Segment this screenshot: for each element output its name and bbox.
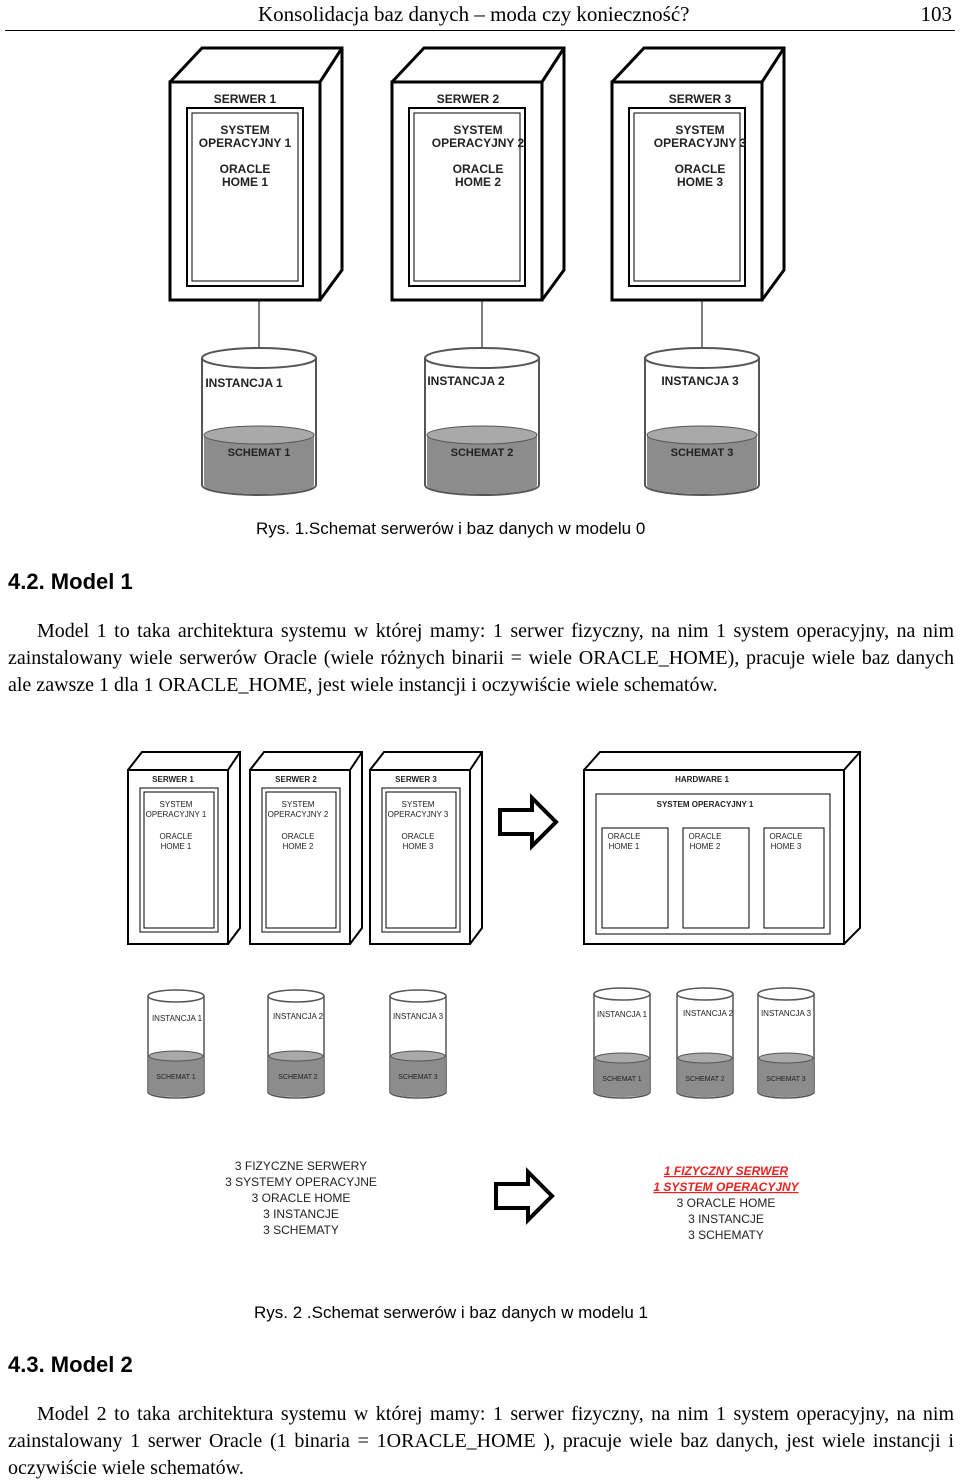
svg-text:SERWER 3: SERWER 3 bbox=[395, 775, 437, 784]
svg-text:INSTANCJA 3: INSTANCJA 3 bbox=[393, 1012, 444, 1021]
small-database-1: INSTANCJA 1 SCHEMAT 1 bbox=[147, 989, 205, 1099]
svg-text:SERWER 1: SERWER 1 bbox=[152, 775, 194, 784]
svg-text:HARDWARE 1: HARDWARE 1 bbox=[675, 775, 729, 784]
svg-text:3 INSTANCJE: 3 INSTANCJE bbox=[688, 1212, 764, 1226]
svg-text:3 SYSTEMY OPERACYJNE: 3 SYSTEMY OPERACYJNE bbox=[225, 1175, 377, 1189]
database-cylinder-1: INSTANCJA 1 SCHEMAT 1 bbox=[201, 347, 317, 496]
small-database-6: INSTANCJA 3 SCHEMAT 3 bbox=[757, 987, 815, 1099]
svg-text:ORACLE: ORACLE bbox=[689, 832, 722, 841]
svg-text:SCHEMAT 2: SCHEMAT 2 bbox=[685, 1076, 725, 1083]
small-database-5: INSTANCJA 2 SCHEMAT 2 bbox=[676, 987, 734, 1099]
svg-text:INSTANCJA 2: INSTANCJA 2 bbox=[683, 1009, 734, 1018]
small-server-1: SERWER 1 SYSTEM OPERACYJNY 1 ORACLE HOME… bbox=[127, 751, 241, 945]
svg-text:SYSTEM: SYSTEM bbox=[453, 123, 502, 137]
summary-left: 3 FIZYCZNE SERWERY 3 SYSTEMY OPERACYJNE … bbox=[225, 1159, 377, 1237]
server-box-2: SERWER 2 SYSTEM OPERACYJNY 2 ORACLE HOME… bbox=[390, 46, 566, 352]
paragraph-model-2: Model 2 to taka architektura systemu w k… bbox=[8, 1403, 954, 1479]
svg-text:SYSTEM: SYSTEM bbox=[675, 123, 724, 137]
svg-text:SCHEMAT 1: SCHEMAT 1 bbox=[602, 1076, 642, 1083]
svg-text:ORACLE: ORACLE bbox=[608, 832, 641, 841]
server-label: SERWER 3 bbox=[669, 92, 732, 106]
svg-text:3 SCHEMATY: 3 SCHEMATY bbox=[688, 1228, 764, 1242]
svg-text:3 INSTANCJE: 3 INSTANCJE bbox=[263, 1207, 339, 1221]
svg-text:HOME 3: HOME 3 bbox=[771, 842, 802, 851]
svg-text:HOME 1: HOME 1 bbox=[222, 175, 268, 189]
svg-text:ORACLE: ORACLE bbox=[675, 162, 726, 176]
svg-text:INSTANCJA 2: INSTANCJA 2 bbox=[273, 1012, 324, 1021]
svg-text:3 ORACLE HOME: 3 ORACLE HOME bbox=[252, 1191, 351, 1205]
svg-text:SYSTEM: SYSTEM bbox=[160, 800, 193, 809]
svg-text:HOME 3: HOME 3 bbox=[677, 175, 723, 189]
header-rule bbox=[5, 30, 955, 31]
svg-text:3 FIZYCZNE SERWERY: 3 FIZYCZNE SERWERY bbox=[235, 1159, 367, 1173]
figure-2-caption: Rys. 2 .Schemat serwerów i baz danych w … bbox=[254, 1303, 649, 1322]
summary-right: 1 FIZYCZNY SERWER 1 SYSTEM OPERACYJNY 3 … bbox=[653, 1164, 799, 1242]
svg-text:SERWER 2: SERWER 2 bbox=[275, 775, 317, 784]
svg-text:HOME 1: HOME 1 bbox=[609, 842, 640, 851]
svg-text:INSTANCJA 1: INSTANCJA 1 bbox=[205, 376, 283, 390]
figure-1-caption: Rys. 1.Schemat serwerów i baz danych w m… bbox=[256, 519, 646, 538]
small-database-3: INSTANCJA 3 SCHEMAT 3 bbox=[389, 989, 447, 1099]
figure-1-diagram: SERWER 1 SYSTEM OPERACYJNY 1 ORACLE HOME… bbox=[168, 46, 786, 496]
svg-text:SCHEMAT 2: SCHEMAT 2 bbox=[451, 447, 514, 459]
small-server-3: SERWER 3 SYSTEM OPERACYJNY 3 ORACLE HOME… bbox=[369, 751, 483, 945]
svg-text:SYSTEM: SYSTEM bbox=[402, 800, 435, 809]
server-box-3: SERWER 3 SYSTEM OPERACYJNY 3 ORACLE HOME… bbox=[610, 46, 786, 352]
svg-text:3 ORACLE HOME: 3 ORACLE HOME bbox=[677, 1196, 776, 1210]
svg-text:INSTANCJA 2: INSTANCJA 2 bbox=[427, 374, 505, 388]
svg-text:SCHEMAT 3: SCHEMAT 3 bbox=[671, 447, 734, 459]
svg-text:HOME 3: HOME 3 bbox=[403, 842, 434, 851]
arrow-right-icon bbox=[498, 793, 559, 851]
svg-text:SYSTEM: SYSTEM bbox=[220, 123, 269, 137]
svg-text:SCHEMAT 1: SCHEMAT 1 bbox=[156, 1074, 196, 1081]
svg-text:HOME 2: HOME 2 bbox=[690, 842, 721, 851]
svg-text:OPERACYJNY 2: OPERACYJNY 2 bbox=[268, 810, 329, 819]
server-box-1: SERWER 1 SYSTEM OPERACYJNY 1 ORACLE HOME… bbox=[168, 46, 344, 352]
svg-text:ORACLE: ORACLE bbox=[770, 832, 803, 841]
running-header-title: Konsolidacja baz danych – moda czy konie… bbox=[258, 2, 690, 26]
svg-text:OPERACYJNY 3: OPERACYJNY 3 bbox=[654, 136, 747, 150]
svg-text:ORACLE: ORACLE bbox=[160, 832, 193, 841]
paragraph-model-1: Model 1 to taka architektura systemu w k… bbox=[8, 620, 954, 696]
svg-text:SYSTEM: SYSTEM bbox=[282, 800, 315, 809]
server-label: SERWER 2 bbox=[437, 92, 500, 106]
hardware-box: HARDWARE 1 SYSTEM OPERACYJNY 1 ORACLE HO… bbox=[583, 751, 861, 945]
svg-text:INSTANCJA 1: INSTANCJA 1 bbox=[597, 1010, 648, 1019]
svg-text:INSTANCJA 3: INSTANCJA 3 bbox=[661, 374, 739, 388]
small-database-4: INSTANCJA 1 SCHEMAT 1 bbox=[593, 987, 651, 1099]
svg-text:INSTANCJA 1: INSTANCJA 1 bbox=[152, 1014, 203, 1023]
svg-text:OPERACYJNY 3: OPERACYJNY 3 bbox=[388, 810, 449, 819]
svg-text:SCHEMAT 3: SCHEMAT 3 bbox=[398, 1074, 438, 1081]
figure-2-diagram: SERWER 1 SYSTEM OPERACYJNY 1 ORACLE HOME… bbox=[127, 751, 861, 1242]
server-label: SERWER 1 bbox=[214, 92, 277, 106]
svg-text:ORACLE: ORACLE bbox=[402, 832, 435, 841]
database-cylinder-2: INSTANCJA 2 SCHEMAT 2 bbox=[424, 347, 540, 496]
svg-text:HOME 2: HOME 2 bbox=[283, 842, 314, 851]
svg-text:1 FIZYCZNY SERWER: 1 FIZYCZNY SERWER bbox=[664, 1164, 789, 1178]
section-heading-model-1: 4.2. Model 1 bbox=[8, 569, 133, 594]
svg-text:SCHEMAT 3: SCHEMAT 3 bbox=[766, 1076, 806, 1083]
svg-text:ORACLE: ORACLE bbox=[220, 162, 271, 176]
svg-text:SCHEMAT 1: SCHEMAT 1 bbox=[228, 447, 291, 459]
svg-text:OPERACYJNY 1: OPERACYJNY 1 bbox=[199, 136, 292, 150]
database-cylinder-3: INSTANCJA 3 SCHEMAT 3 bbox=[644, 347, 760, 496]
svg-text:OPERACYJNY 1: OPERACYJNY 1 bbox=[146, 810, 207, 819]
arrow-right-icon bbox=[494, 1167, 555, 1225]
svg-text:HOME 2: HOME 2 bbox=[455, 175, 501, 189]
svg-text:HOME 1: HOME 1 bbox=[161, 842, 192, 851]
svg-text:INSTANCJA 3: INSTANCJA 3 bbox=[761, 1009, 812, 1018]
page-number: 103 bbox=[920, 2, 953, 26]
svg-text:SCHEMAT 2: SCHEMAT 2 bbox=[278, 1074, 318, 1081]
svg-text:ORACLE: ORACLE bbox=[453, 162, 504, 176]
svg-text:3 SCHEMATY: 3 SCHEMATY bbox=[263, 1223, 339, 1237]
svg-text:ORACLE: ORACLE bbox=[282, 832, 315, 841]
svg-text:OPERACYJNY 2: OPERACYJNY 2 bbox=[432, 136, 525, 150]
svg-text:SYSTEM OPERACYJNY 1: SYSTEM OPERACYJNY 1 bbox=[657, 800, 754, 809]
small-database-2: INSTANCJA 2 SCHEMAT 2 bbox=[267, 989, 325, 1099]
small-server-2: SERWER 2 SYSTEM OPERACYJNY 2 ORACLE HOME… bbox=[249, 751, 363, 945]
svg-text:1 SYSTEM OPERACYJNY: 1 SYSTEM OPERACYJNY bbox=[653, 1180, 799, 1194]
section-heading-model-2: 4.3. Model 2 bbox=[8, 1352, 133, 1377]
